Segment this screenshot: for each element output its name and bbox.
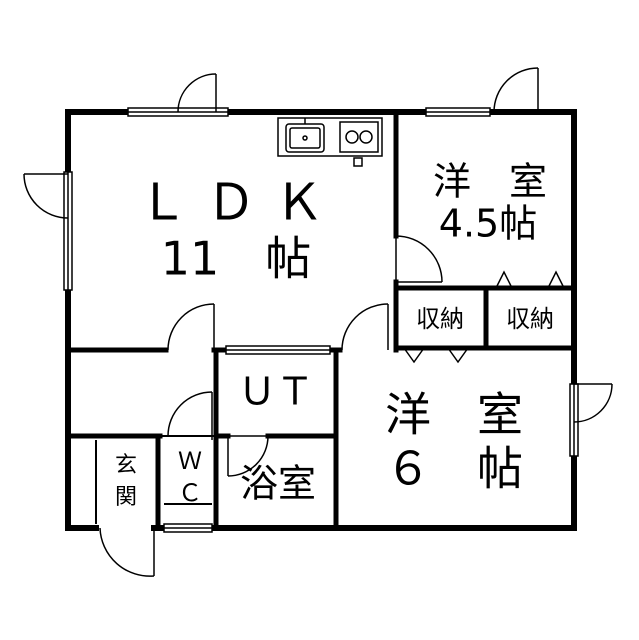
western1-size-label: 4.5帖 — [439, 202, 537, 246]
outer-walls — [65, 109, 577, 531]
storage2-label: 収納 — [506, 305, 554, 333]
ldk-label: ＬＤＫ — [138, 174, 342, 232]
western2-label: 洋 室 — [385, 388, 523, 442]
western1-label: 洋 室 — [433, 160, 547, 204]
ldk-size-label: 11 帖 — [161, 232, 312, 286]
ut-label: ＵＴ — [238, 370, 314, 414]
entrance-label-2: 関 — [115, 485, 137, 510]
bath-label: 浴室 — [240, 462, 316, 506]
storage1-label: 収納 — [416, 305, 464, 333]
kitchen-sink-icon — [285, 118, 325, 153]
interior-walls — [65, 109, 577, 531]
door-swing-icon — [23, 67, 613, 577]
entrance-label-1: 玄 — [115, 453, 137, 478]
wc-label-w: Ｗ — [178, 447, 202, 475]
western2-size-label: ６ 帖 — [385, 442, 523, 496]
kitchen-counter — [277, 117, 383, 157]
wc-label-c: Ｃ — [178, 479, 202, 507]
gas-stove-icon — [339, 121, 379, 167]
